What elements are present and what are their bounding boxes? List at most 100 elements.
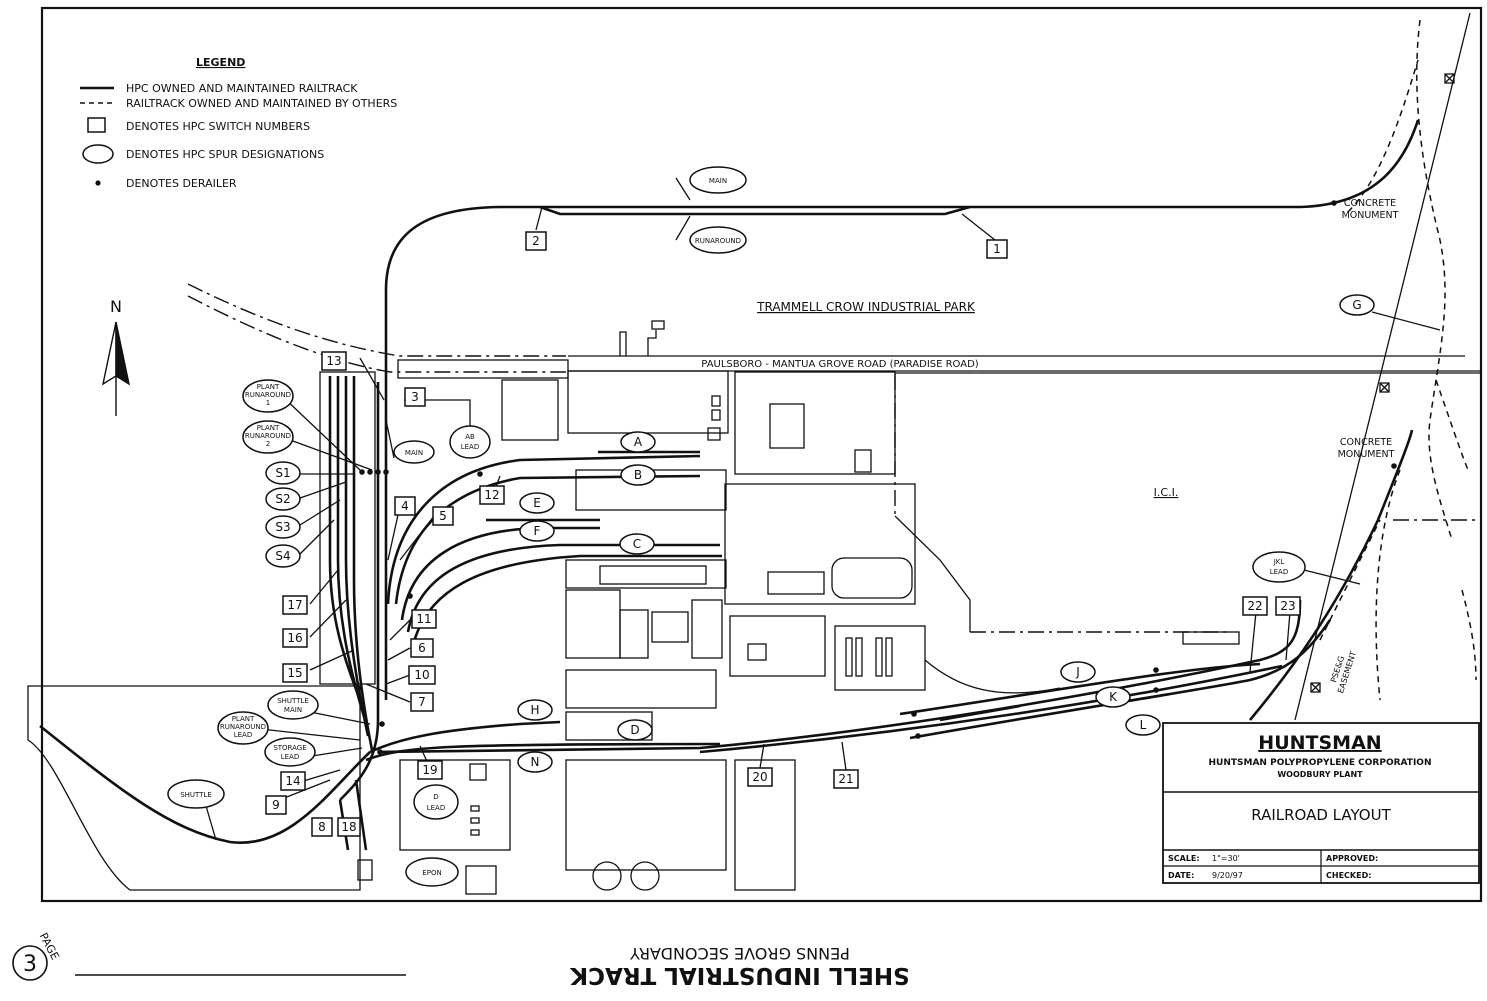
svg-text:9: 9 <box>272 798 280 812</box>
spur-n: N <box>517 751 553 773</box>
svg-text:22: 22 <box>1247 599 1262 613</box>
switch-5: 5 <box>432 506 454 526</box>
svg-text:LEAD: LEAD <box>234 731 253 739</box>
svg-text:G: G <box>1352 298 1361 312</box>
svg-text:19: 19 <box>422 763 437 777</box>
switch-15: 15 <box>282 663 308 683</box>
trammell-crow-label: TRAMMELL CROW INDUSTRIAL PARK <box>756 300 976 314</box>
switch-14: 14 <box>280 771 306 791</box>
svg-text:STORAGE: STORAGE <box>273 744 306 752</box>
svg-text:LEAD: LEAD <box>281 753 300 761</box>
svg-text:RUNAROUND: RUNAROUND <box>245 391 291 399</box>
svg-text:21: 21 <box>838 772 853 786</box>
mirrored-title: SHELL INDUSTRIAL TRACK <box>569 962 909 988</box>
svg-text:F: F <box>534 524 541 538</box>
svg-text:12: 12 <box>484 488 499 502</box>
svg-text:7: 7 <box>418 695 426 709</box>
svg-text:SHUTTLE: SHUTTLE <box>277 697 309 705</box>
switch-4: 4 <box>394 496 416 516</box>
svg-text:H: H <box>530 703 539 717</box>
legend-dot-icon <box>95 180 101 186</box>
spur-labels: MAIN RUNAROUND PLANT RUNAROUND 1 PLANT R… <box>167 166 1375 887</box>
mirrored-title-block: SHELL INDUSTRIAL TRACK PENNS GROVE SECON… <box>569 944 909 988</box>
switch-16: 16 <box>282 628 308 648</box>
svg-text:20: 20 <box>752 770 767 784</box>
svg-text:S2: S2 <box>275 492 290 506</box>
svg-text:2: 2 <box>266 440 270 448</box>
svg-text:MONUMENT: MONUMENT <box>1342 210 1399 221</box>
spur-a: A <box>620 431 656 453</box>
concrete-monument-1: CONCRETE <box>1344 198 1396 209</box>
spur-d: D <box>617 719 653 741</box>
spur-c: C <box>619 533 655 555</box>
map-border <box>40 6 1483 903</box>
switch-23: 23 <box>1275 596 1301 616</box>
svg-text:23: 23 <box>1280 599 1295 613</box>
spur-jkl-lead: JKL LEAD <box>1252 551 1306 583</box>
switch-17: 17 <box>282 595 308 615</box>
spur-storage-lead: STORAGE LEAD <box>264 737 316 767</box>
svg-text:N: N <box>531 755 540 769</box>
spur-ab-lead: AB LEAD <box>449 425 491 459</box>
date-label: DATE: <box>1168 871 1194 880</box>
svg-text:SHUTTLE: SHUTTLE <box>180 791 212 799</box>
north-arrow-icon <box>101 321 117 386</box>
north-arrow: N <box>101 297 131 416</box>
spur-s3: S3 <box>265 515 301 539</box>
scale-value: 1"=30' <box>1212 854 1240 863</box>
svg-text:J: J <box>1075 665 1080 679</box>
svg-text:RUNAROUND: RUNAROUND <box>245 432 291 440</box>
switch-2: 2 <box>525 231 547 251</box>
svg-text:15: 15 <box>287 666 302 680</box>
spur-s4: S4 <box>265 544 301 568</box>
legend-item-derailer: DENOTES DERAILER <box>126 177 237 190</box>
spur-s1: S1 <box>265 461 301 485</box>
spur-plant-runaround-2: PLANT RUNAROUND 2 <box>242 420 294 454</box>
buildings <box>27 359 1240 895</box>
svg-text:EPON: EPON <box>422 869 441 877</box>
switch-22: 22 <box>1242 596 1268 616</box>
spur-runaround-top: RUNAROUND <box>689 226 747 254</box>
svg-text:MONUMENT: MONUMENT <box>1338 449 1395 460</box>
checked-label: CHECKED: <box>1326 871 1371 880</box>
svg-text:17: 17 <box>287 598 302 612</box>
company-subtitle: HUNTSMAN POLYPROPYLENE CORPORATION <box>1209 758 1432 768</box>
legend-square-icon <box>87 117 106 133</box>
svg-text:1: 1 <box>993 242 1001 256</box>
spur-s2: S2 <box>265 487 301 511</box>
spur-plant-runaround-lead: PLANT RUNAROUND LEAD <box>217 711 269 745</box>
spur-l: L <box>1125 714 1161 736</box>
switch-1: 1 <box>986 239 1008 259</box>
switch-10: 10 <box>408 665 436 685</box>
approved-label: APPROVED: <box>1326 854 1378 863</box>
road-label: PAULSBORO - MANTUA GROVE ROAD (PARADISE … <box>701 359 978 370</box>
spur-h: H <box>517 699 553 721</box>
svg-text:13: 13 <box>326 354 341 368</box>
svg-text:E: E <box>533 496 541 510</box>
north-label: N <box>110 297 122 316</box>
switch-13: 13 <box>321 351 347 371</box>
svg-text:LEAD: LEAD <box>461 443 480 451</box>
legend-item-spur: DENOTES HPC SPUR DESIGNATIONS <box>126 148 324 161</box>
spur-e: E <box>519 492 555 514</box>
svg-text:B: B <box>634 468 642 482</box>
svg-text:2: 2 <box>532 234 540 248</box>
spur-g: G <box>1339 294 1375 316</box>
legend-item-switch: DENOTES HPC SWITCH NUMBERS <box>126 120 310 133</box>
svg-text:18: 18 <box>341 820 356 834</box>
page-label: PAGE <box>37 931 62 963</box>
svg-text:1: 1 <box>266 399 270 407</box>
spur-f: F <box>519 520 555 542</box>
spur-main-top: MAIN <box>689 166 747 194</box>
ici-label: I.C.I. <box>1154 486 1179 499</box>
legend-oval-icon <box>82 144 114 164</box>
drawing-title: RAILROAD LAYOUT <box>1251 806 1391 824</box>
legend-title: LEGEND <box>196 56 245 69</box>
footer: SHELL INDUSTRIAL TRACK PENNS GROVE SECON… <box>12 931 910 988</box>
switch-20: 20 <box>747 767 773 787</box>
svg-text:JKL: JKL <box>1273 558 1285 566</box>
psegc-easement-label: PSE&G EASEMENT <box>1329 650 1358 694</box>
spur-main-left: MAIN <box>393 440 435 464</box>
switch-3: 3 <box>404 387 426 407</box>
page-circle-icon <box>12 945 48 981</box>
